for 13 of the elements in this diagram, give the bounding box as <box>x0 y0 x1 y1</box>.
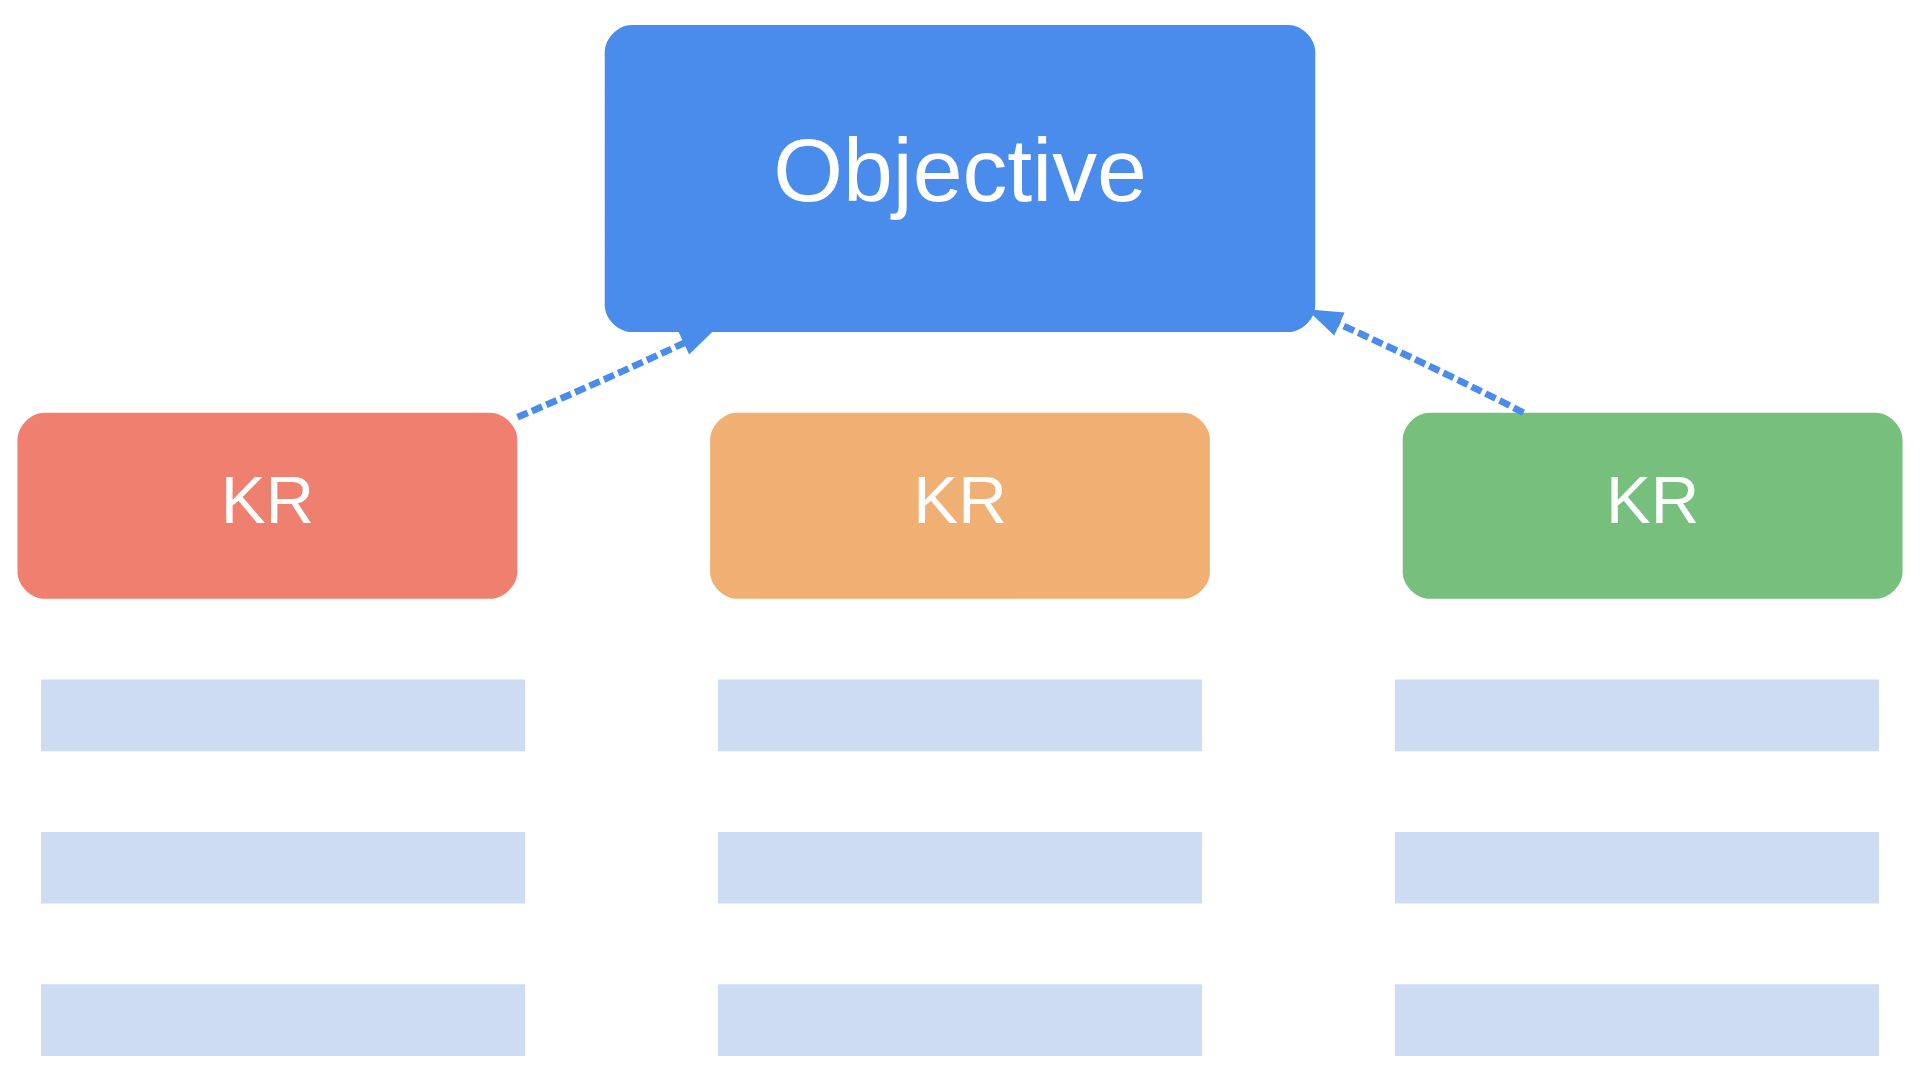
node-bar <box>41 678 526 751</box>
node-bar <box>41 831 526 904</box>
node-box: KR <box>710 412 1210 599</box>
node-bar <box>41 983 526 1056</box>
node-bar <box>717 678 1203 751</box>
node-bar <box>717 831 1203 904</box>
node-box: Objective <box>604 24 1316 332</box>
node-bar <box>1394 983 1879 1056</box>
node-box: KR <box>1402 412 1903 599</box>
node-box: KR <box>17 412 518 599</box>
node-bar <box>1394 831 1879 904</box>
node-bar <box>717 983 1203 1056</box>
node-bar <box>1394 678 1879 751</box>
